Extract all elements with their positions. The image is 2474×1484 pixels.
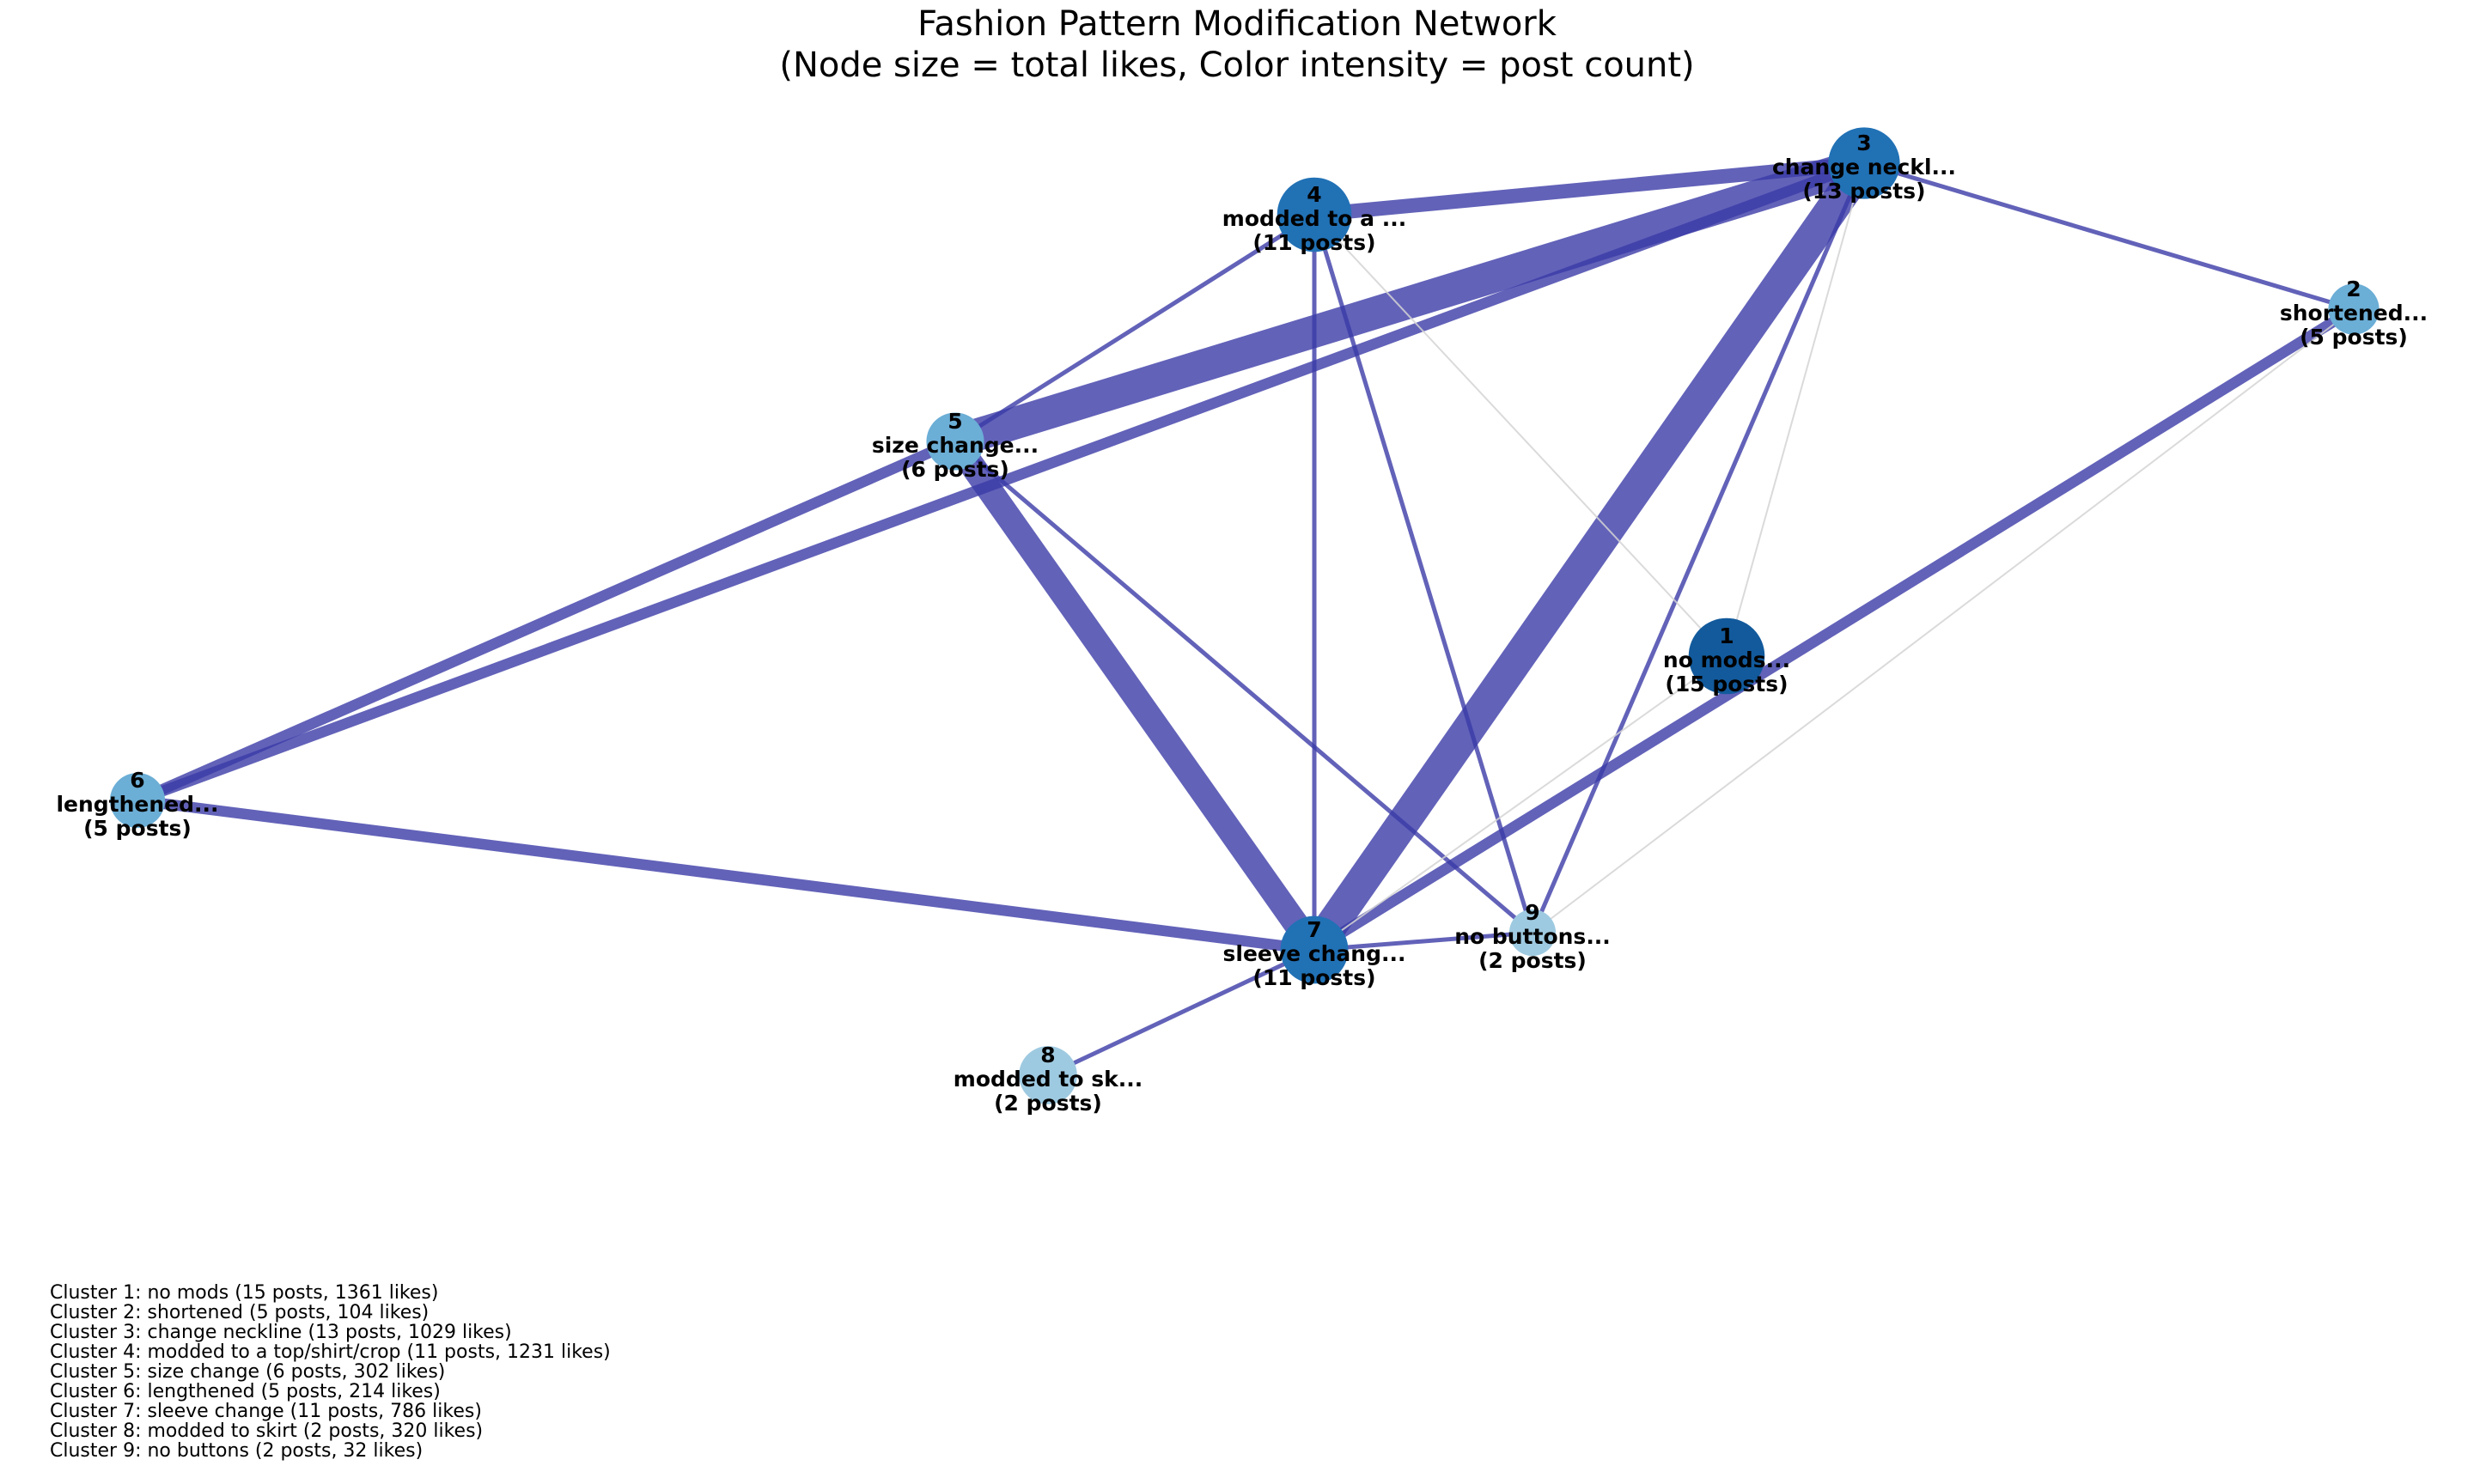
edge-5-7 xyxy=(944,434,1325,958)
node-3-number: 3 xyxy=(1856,131,1871,155)
legend-item-8: Cluster 8: modded to skirt (2 posts, 320… xyxy=(50,1420,484,1442)
node-2-name: shortened... xyxy=(2280,301,2428,325)
node-2[interactable] xyxy=(2328,283,2380,335)
node-6-name: lengthened... xyxy=(56,792,218,817)
node-9-name: no buttons... xyxy=(1454,924,1611,949)
node-2-number: 2 xyxy=(2346,277,2361,301)
edge-2-7 xyxy=(1311,304,2357,955)
edge-4-1 xyxy=(1313,214,1728,657)
node-6[interactable] xyxy=(109,772,166,829)
edge-4-9 xyxy=(1312,214,1535,934)
legend-item-7: Cluster 7: sleeve change (11 posts, 786 … xyxy=(50,1401,482,1422)
node-9[interactable] xyxy=(1508,909,1557,957)
legend-item-3: Cluster 3: change neckline (13 posts, 10… xyxy=(50,1322,512,1343)
legend-item-9: Cluster 9: no buttons (2 posts, 32 likes… xyxy=(50,1440,424,1462)
node-3-posts: (13 posts) xyxy=(1802,179,1925,204)
edge-6-7 xyxy=(137,794,1315,956)
node-7-posts: (11 posts) xyxy=(1252,965,1375,990)
legend-item-1: Cluster 1: no mods (15 posts, 1361 likes… xyxy=(50,1282,439,1304)
node-1-name: no mods... xyxy=(1663,648,1790,672)
node-4-number: 4 xyxy=(1307,182,1321,207)
node-4[interactable] xyxy=(1277,177,1352,252)
node-4-posts: (11 posts) xyxy=(1252,230,1375,255)
edge-3-5 xyxy=(950,147,1869,458)
node-8-number: 8 xyxy=(1040,1043,1055,1067)
node-6-number: 6 xyxy=(130,768,144,793)
chart-title-line-1: Fashion Pattern Modification Network xyxy=(917,4,1557,44)
node-7-number: 7 xyxy=(1307,917,1321,942)
edge-2-9 xyxy=(1532,308,2355,934)
legend-item-4: Cluster 4: modded to a top/shirt/crop (1… xyxy=(50,1341,611,1363)
edge-3-9 xyxy=(1530,162,1867,934)
node-3-name: change neckl... xyxy=(1772,155,1956,179)
node-7[interactable] xyxy=(1280,915,1349,984)
node-5[interactable] xyxy=(926,412,984,471)
chart-title: Fashion Pattern Modification Network (No… xyxy=(0,0,2474,86)
edge-3-4 xyxy=(1313,155,1865,222)
node-5-number: 5 xyxy=(948,409,962,434)
edge-4-5 xyxy=(954,212,1316,444)
edge-1-7 xyxy=(1313,655,1728,951)
cluster-legend: Cluster 1: no mods (15 posts, 1361 likes… xyxy=(50,1283,611,1461)
node-1-number: 1 xyxy=(1719,623,1734,648)
edges-layer xyxy=(135,147,2357,1078)
node-4-name: modded to a ... xyxy=(1222,206,1406,231)
node-8[interactable] xyxy=(1019,1046,1077,1104)
edge-3-7 xyxy=(1301,154,1878,959)
node-9-number: 9 xyxy=(1525,900,1539,925)
node-2-posts: (5 posts) xyxy=(2300,325,2408,350)
legend-item-5: Cluster 5: size change (6 posts, 302 lik… xyxy=(50,1361,446,1383)
nodes-layer xyxy=(109,127,2380,1104)
legend-item-2: Cluster 2: shortened (5 posts, 104 likes… xyxy=(50,1302,430,1323)
edge-7-8 xyxy=(1046,947,1316,1078)
node-8-posts: (2 posts) xyxy=(994,1091,1102,1116)
node-8-name: modded to sk... xyxy=(954,1067,1143,1092)
node-1-posts: (15 posts) xyxy=(1665,672,1788,696)
edge-3-2 xyxy=(1863,161,2355,312)
legend-item-6: Cluster 6: lengthened (5 posts, 214 like… xyxy=(50,1381,441,1402)
node-3[interactable] xyxy=(1828,127,1900,199)
node-5-name: size change... xyxy=(872,433,1039,458)
edge-7-9 xyxy=(1313,930,1533,952)
node-5-posts: (6 posts) xyxy=(901,457,1009,482)
node-1[interactable] xyxy=(1688,617,1765,695)
edge-5-6 xyxy=(135,436,958,806)
node-6-posts: (5 posts) xyxy=(83,816,192,841)
chart-subtitle: (Node size = total likes, Color intensit… xyxy=(779,46,1695,85)
edge-3-1 xyxy=(1726,162,1865,657)
node-7-name: sleeve chang... xyxy=(1223,941,1406,966)
node-9-posts: (2 posts) xyxy=(1478,948,1587,973)
edge-5-9 xyxy=(954,440,1534,934)
